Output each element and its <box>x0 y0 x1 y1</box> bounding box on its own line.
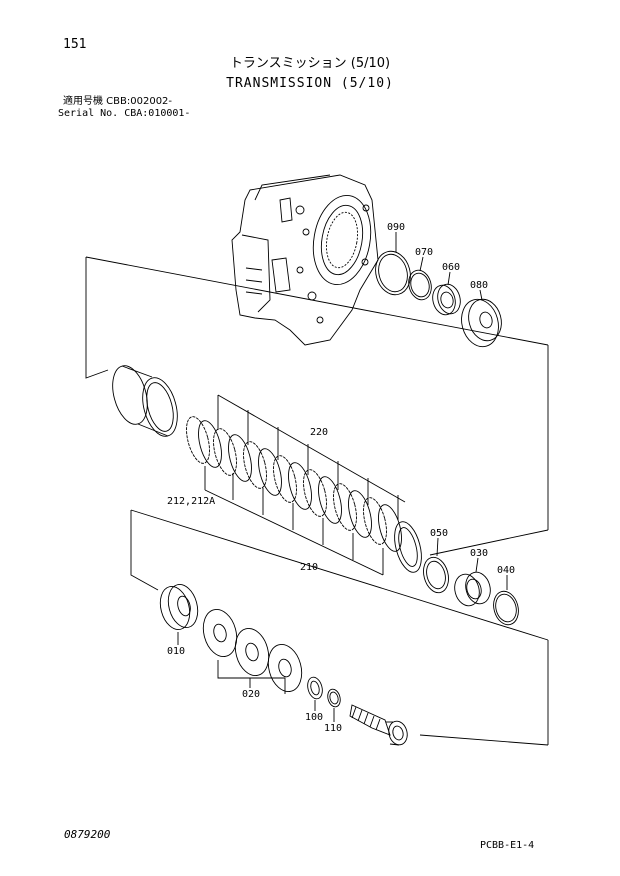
label-part-220: 220 <box>310 427 328 438</box>
label-part-110: 110 <box>324 723 342 734</box>
label-part-212: 212,212A <box>167 496 215 507</box>
label-part-080: 080 <box>470 280 488 291</box>
part-060-bearing <box>432 283 461 316</box>
label-part-010: 010 <box>167 646 185 657</box>
catalog-code: PCBB-E1-4 <box>480 840 535 851</box>
part-070-ring <box>408 269 432 301</box>
page-title-japanese: トランスミッション (5/10) <box>229 56 391 71</box>
part-010-hub <box>159 583 199 631</box>
label-part-020: 020 <box>242 689 260 700</box>
label-part-090: 090 <box>387 222 405 233</box>
label-part-070: 070 <box>415 247 433 258</box>
clutch-disc-stack <box>186 394 422 576</box>
label-part-060: 060 <box>442 262 460 273</box>
part-040-ring <box>493 590 519 626</box>
label-part-210: 210 <box>300 562 318 573</box>
clutch-drum <box>112 365 178 437</box>
part-050-ring <box>423 556 449 594</box>
transmission-housing <box>231 174 379 346</box>
part-110-ring <box>327 688 341 708</box>
page-title: TRANSMISSION (5/10) <box>226 76 394 91</box>
applicable-serial-jp: 適用号機 CBB:002002- <box>63 96 173 107</box>
part-100-ring <box>307 676 323 700</box>
part-030-bearing <box>454 571 491 607</box>
output-shaft <box>349 704 408 746</box>
part-020-plates <box>202 609 303 692</box>
part-090-snap-ring <box>375 250 411 296</box>
drawing-number: 0879200 <box>64 828 111 841</box>
label-part-050: 050 <box>430 528 448 539</box>
page-number: 151 <box>63 37 87 52</box>
label-part-100: 100 <box>305 712 323 723</box>
applicable-serial: Serial No. CBA:010001- <box>58 108 191 119</box>
label-part-030: 030 <box>470 548 488 559</box>
label-part-040: 040 <box>497 565 515 576</box>
part-080-plate <box>461 298 502 348</box>
